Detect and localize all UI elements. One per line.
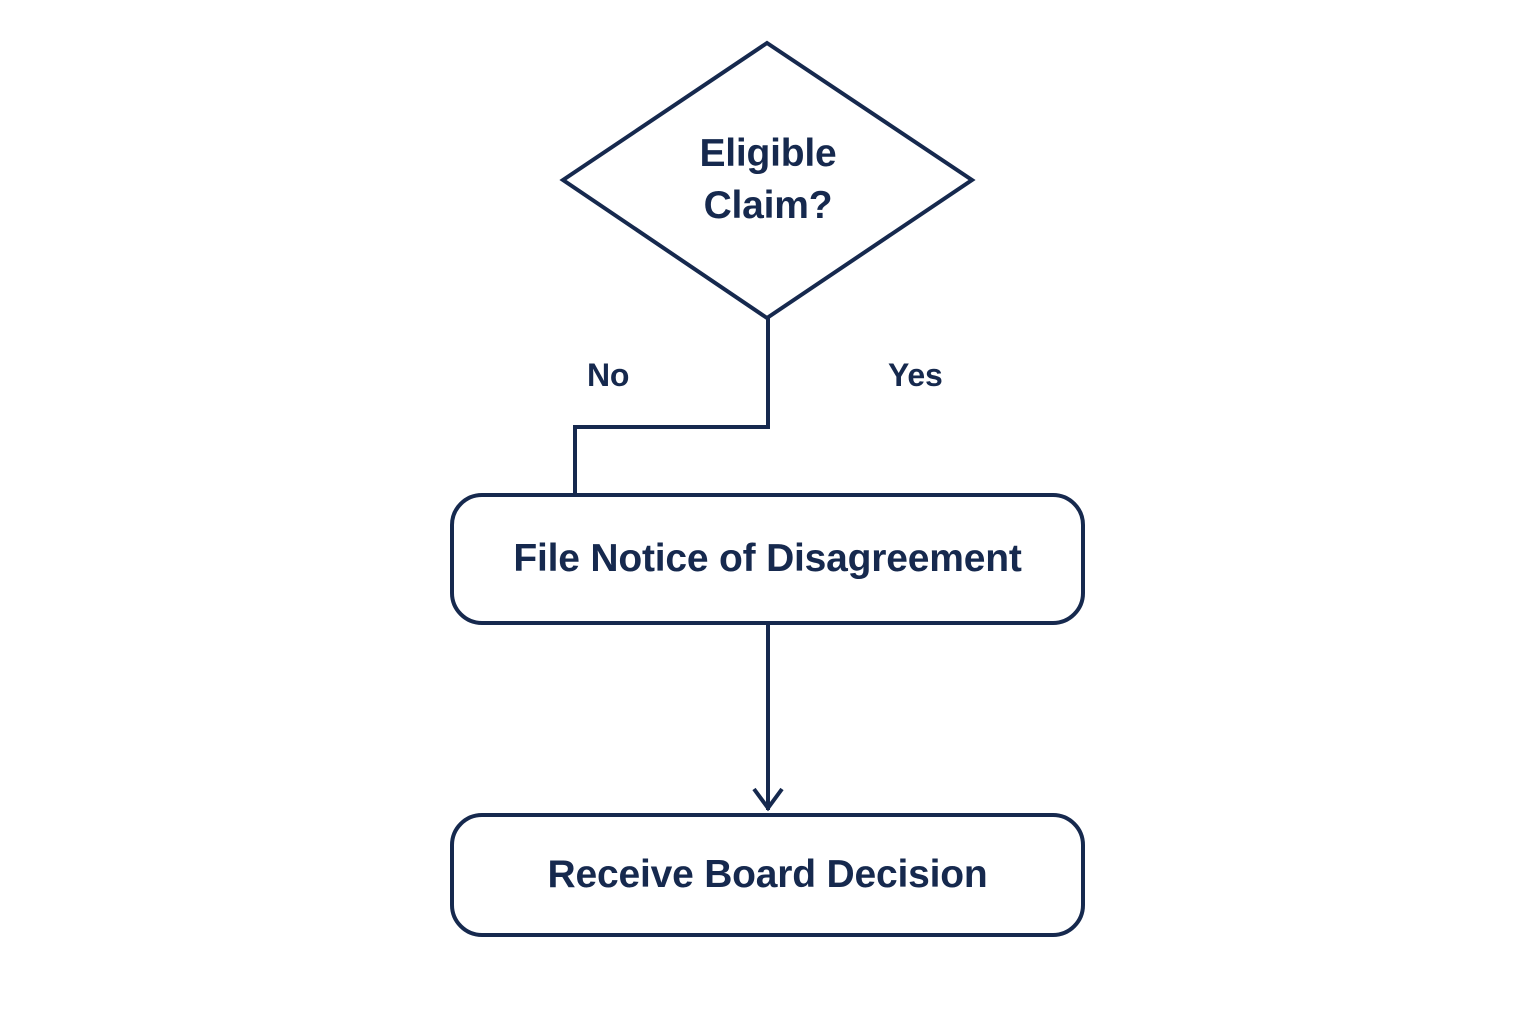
arrowhead-down-icon <box>752 787 784 812</box>
connector-no-branch <box>573 318 770 497</box>
edge-label-yes: Yes <box>888 357 943 393</box>
edge-label-no: No <box>587 357 630 393</box>
process-box-receive-board-decision[interactable] <box>450 813 1085 937</box>
process-box-file-notice-of-disagreement[interactable] <box>450 493 1085 625</box>
decision-diamond-eligible-claim[interactable] <box>559 40 976 321</box>
